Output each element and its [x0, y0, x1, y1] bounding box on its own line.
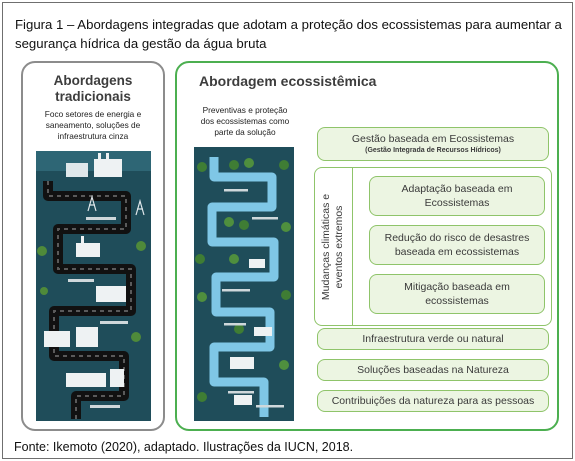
- river-path: [207, 157, 279, 417]
- ecosystem-management-box: Gestão baseada em Ecossistemas (Gestão I…: [317, 127, 549, 161]
- traditional-subtitle-line2: saneamento, soluções de: [45, 120, 141, 130]
- city-icon: [66, 373, 106, 387]
- climate-change-label-line2: eventos extremos: [333, 205, 346, 288]
- ecosystem-based-adaptation-box: Adaptação baseada em Ecossistemas: [369, 176, 545, 216]
- ecosystem-subtitle-line3: parte da solução: [214, 127, 276, 137]
- eba-line1: Adaptação baseada em: [401, 183, 513, 195]
- climate-change-label-cell: Mudanças climáticas e eventos extremos: [315, 168, 353, 325]
- figure-title: Figura 1 – Abordagens integradas que ado…: [15, 17, 562, 51]
- tree-icon: [224, 217, 234, 227]
- ecosystem-subtitle-line2: dos ecossistemas como: [200, 116, 290, 126]
- drr-line1: Redução do risco de desastres: [384, 232, 530, 244]
- ecosystem-illustration: [194, 147, 294, 421]
- tree-icon: [229, 160, 239, 170]
- tree-icon: [244, 158, 254, 168]
- plant-icon: [96, 286, 126, 302]
- tree-icon: [40, 287, 48, 295]
- green-infrastructure-label: Infraestrutura verde ou natural: [362, 333, 504, 345]
- climate-change-group: Mudanças climáticas e eventos extremos A…: [314, 167, 552, 326]
- wetland-icon: [254, 327, 272, 336]
- tree-icon: [281, 290, 291, 300]
- traditional-subtitle-line3: infraestrutura cinza: [57, 131, 129, 141]
- ebm-line2: ecossistemas: [425, 295, 489, 307]
- pylon-icon: [87, 194, 97, 212]
- ecosystem-based-mitigation-box: Mitigação baseada em ecossistemas: [369, 274, 545, 314]
- tree-icon: [239, 220, 249, 230]
- ecosystem-management-sublabel: (Gestão Integrada de Recursos Hídricos): [365, 147, 501, 154]
- tree-icon: [197, 292, 207, 302]
- tree-icon: [197, 392, 207, 402]
- tree-icon: [131, 332, 141, 342]
- tree-icon: [37, 246, 47, 256]
- traditional-approaches-subtitle: Foco setores de energia e saneamento, so…: [27, 109, 159, 142]
- ecosystem-approach-panel: Abordagem ecossistêmica Preventivas e pr…: [175, 61, 559, 431]
- ecosystem-subtitle-line1: Preventivas e proteção: [202, 105, 288, 115]
- tree-icon: [281, 222, 291, 232]
- nature-contributions-label: Contribuições da natureza para as pessoa…: [331, 395, 535, 407]
- nature-based-solutions-box: Soluções baseadas na Natureza: [317, 359, 549, 381]
- disaster-risk-reduction-box: Redução do risco de desastres baseada em…: [369, 225, 545, 265]
- ecosystem-approach-subtitle: Preventivas e proteção dos ecossistemas …: [189, 105, 301, 138]
- climate-change-label: Mudanças climáticas e eventos extremos: [321, 193, 347, 299]
- ebm-line1: Mitigação baseada em: [404, 281, 510, 293]
- drr-line2: baseada em ecossistemas: [394, 246, 520, 258]
- traditional-infrastructure-illustration: [36, 151, 151, 421]
- traditional-approaches-title: Abordagens tradicionais: [23, 73, 163, 105]
- pylon-icon: [135, 198, 145, 216]
- tree-icon: [229, 254, 239, 264]
- tree-icon: [279, 360, 289, 370]
- tree-icon: [279, 160, 289, 170]
- tree-icon: [234, 324, 244, 334]
- factory-icon: [94, 159, 122, 177]
- village-icon: [230, 357, 254, 369]
- tree-icon: [197, 162, 207, 172]
- nature-based-solutions-label: Soluções baseadas na Natureza: [357, 364, 509, 376]
- building-icon: [44, 331, 70, 347]
- tree-icon: [136, 241, 146, 251]
- ecosystem-management-label: Gestão baseada em Ecossistemas: [351, 133, 515, 145]
- nature-contributions-box: Contribuições da natureza para as pessoa…: [317, 390, 549, 412]
- traditional-subtitle-line1: Foco setores de energia e: [44, 109, 142, 119]
- traditional-approaches-panel: Abordagens tradicionais Foco setores de …: [21, 61, 165, 431]
- figure-source: Fonte: Ikemoto (2020), adaptado. Ilustra…: [14, 440, 354, 454]
- house-icon: [234, 395, 252, 405]
- tree-icon: [195, 254, 205, 264]
- climate-change-label-line1: Mudanças climáticas e: [320, 193, 333, 300]
- traditional-title-line1: Abordagens: [53, 73, 133, 88]
- green-infrastructure-box: Infraestrutura verde ou natural: [317, 328, 549, 350]
- traditional-title-line2: tradicionais: [55, 89, 131, 104]
- house-icon: [249, 259, 265, 268]
- ecosystem-approach-title: Abordagem ecossistêmica: [199, 73, 377, 89]
- dam-icon: [66, 163, 88, 177]
- factory-icon: [76, 243, 100, 257]
- eba-line2: Ecossistemas: [424, 197, 490, 209]
